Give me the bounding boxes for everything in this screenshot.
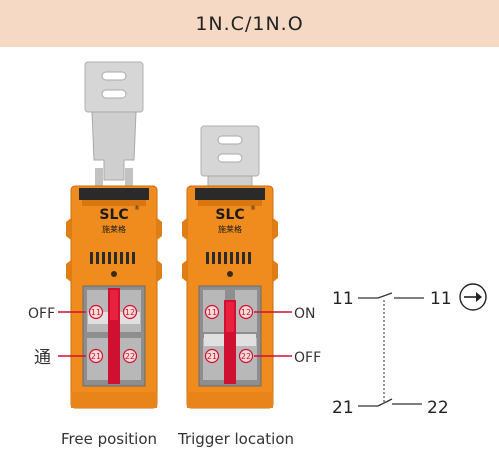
terminal-label-top-left: 11 xyxy=(332,289,354,309)
caption-free-position: Free position xyxy=(61,430,158,448)
contact-label-21: 21 xyxy=(91,352,101,361)
brand-logo: SLC ® 施莱格 xyxy=(215,205,256,234)
actuator-key xyxy=(200,125,260,191)
header-title: 1N.C/1N.O xyxy=(195,12,304,35)
contact-label-11: 11 xyxy=(91,308,101,317)
svg-text:SLC: SLC xyxy=(215,207,244,223)
svg-text:施莱格: 施莱格 xyxy=(218,224,242,234)
contact-label-12: 12 xyxy=(125,308,135,317)
contact-label-12: 12 xyxy=(241,308,251,317)
terminal-label-top-right: 11 xyxy=(430,289,452,309)
contact-label-11: 11 xyxy=(207,308,217,317)
caption-trigger-location: Trigger location xyxy=(178,430,295,448)
contact-label-21: 21 xyxy=(207,352,217,361)
terminal-label-bottom-right: 22 xyxy=(427,398,449,418)
state-label-top: ON xyxy=(294,306,316,322)
arrow-right-circle-icon xyxy=(459,283,487,311)
state-label-bottom: OFF xyxy=(294,350,321,366)
svg-text:®: ® xyxy=(134,205,140,212)
header-bar: 1N.C/1N.O xyxy=(0,0,499,47)
state-label-top: OFF xyxy=(28,306,55,322)
switch-trigger-location: SLC ® 施莱格 11 12 21 22 ON OFF xyxy=(182,125,321,409)
contact-label-22: 22 xyxy=(241,352,251,361)
actuator-key xyxy=(84,61,144,192)
diagram-canvas: SLC ® 施莱格 11 12 21 22 OFF 通 xyxy=(28,61,487,418)
svg-text:施莱格: 施莱格 xyxy=(102,224,126,234)
brand-logo: SLC ® 施莱格 xyxy=(99,205,140,234)
state-label-bottom: 通 xyxy=(34,348,51,368)
terminal-label-bottom-left: 21 xyxy=(332,398,354,418)
switch-free-position: SLC ® 施莱格 11 12 21 22 OFF 通 xyxy=(28,61,162,409)
contact-schematic: 11 11 21 22 xyxy=(332,283,487,418)
contact-label-22: 22 xyxy=(125,352,135,361)
svg-text:SLC: SLC xyxy=(99,207,128,223)
svg-text:®: ® xyxy=(250,205,256,212)
